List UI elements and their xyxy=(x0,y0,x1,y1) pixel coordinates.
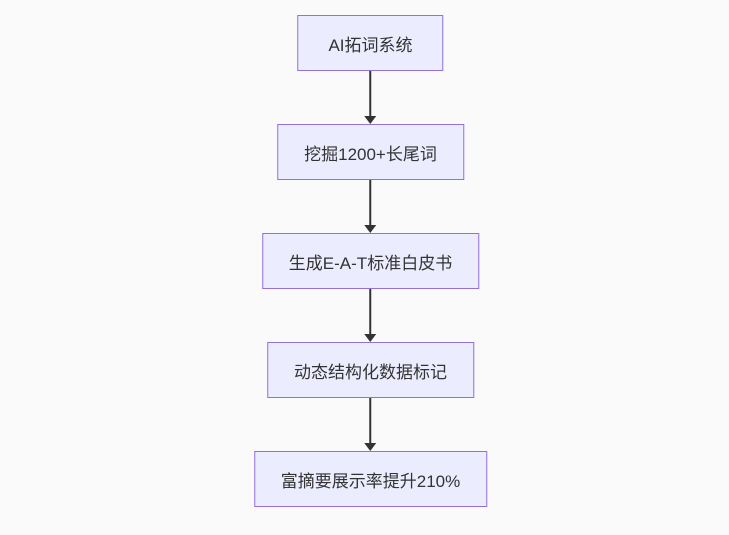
node-label: 挖掘1200+长尾词 xyxy=(304,144,437,164)
node-label: AI拓词系统 xyxy=(328,35,413,55)
flowchart-column: AI拓词系统 挖掘1200+长尾词 生成E-A-T标准白皮书 动态结构化数据标记 xyxy=(253,15,488,507)
flowchart-node-4: 动态结构化数据标记 xyxy=(266,342,474,398)
flowchart-node-3: 生成E-A-T标准白皮书 xyxy=(261,233,480,289)
edge-line xyxy=(369,71,372,116)
edge-connector-3 xyxy=(364,289,377,342)
edge-line xyxy=(369,289,372,334)
node-label: 富摘要展示率提升210% xyxy=(280,471,461,491)
arrow-down-icon xyxy=(364,225,377,233)
edge-connector-2 xyxy=(364,180,377,233)
arrow-down-icon xyxy=(364,443,377,451)
arrow-down-icon xyxy=(364,334,377,342)
flowchart-node-5: 富摘要展示率提升210% xyxy=(253,451,488,507)
flowchart-node-2: 挖掘1200+长尾词 xyxy=(277,124,464,180)
arrow-down-icon xyxy=(364,116,377,124)
edge-line xyxy=(369,180,372,225)
flowchart-node-1: AI拓词系统 xyxy=(297,15,444,71)
node-label: 生成E-A-T标准白皮书 xyxy=(288,253,453,273)
edge-line xyxy=(369,398,372,443)
edge-connector-4 xyxy=(364,398,377,451)
node-label: 动态结构化数据标记 xyxy=(293,362,447,382)
edge-connector-1 xyxy=(364,71,377,124)
